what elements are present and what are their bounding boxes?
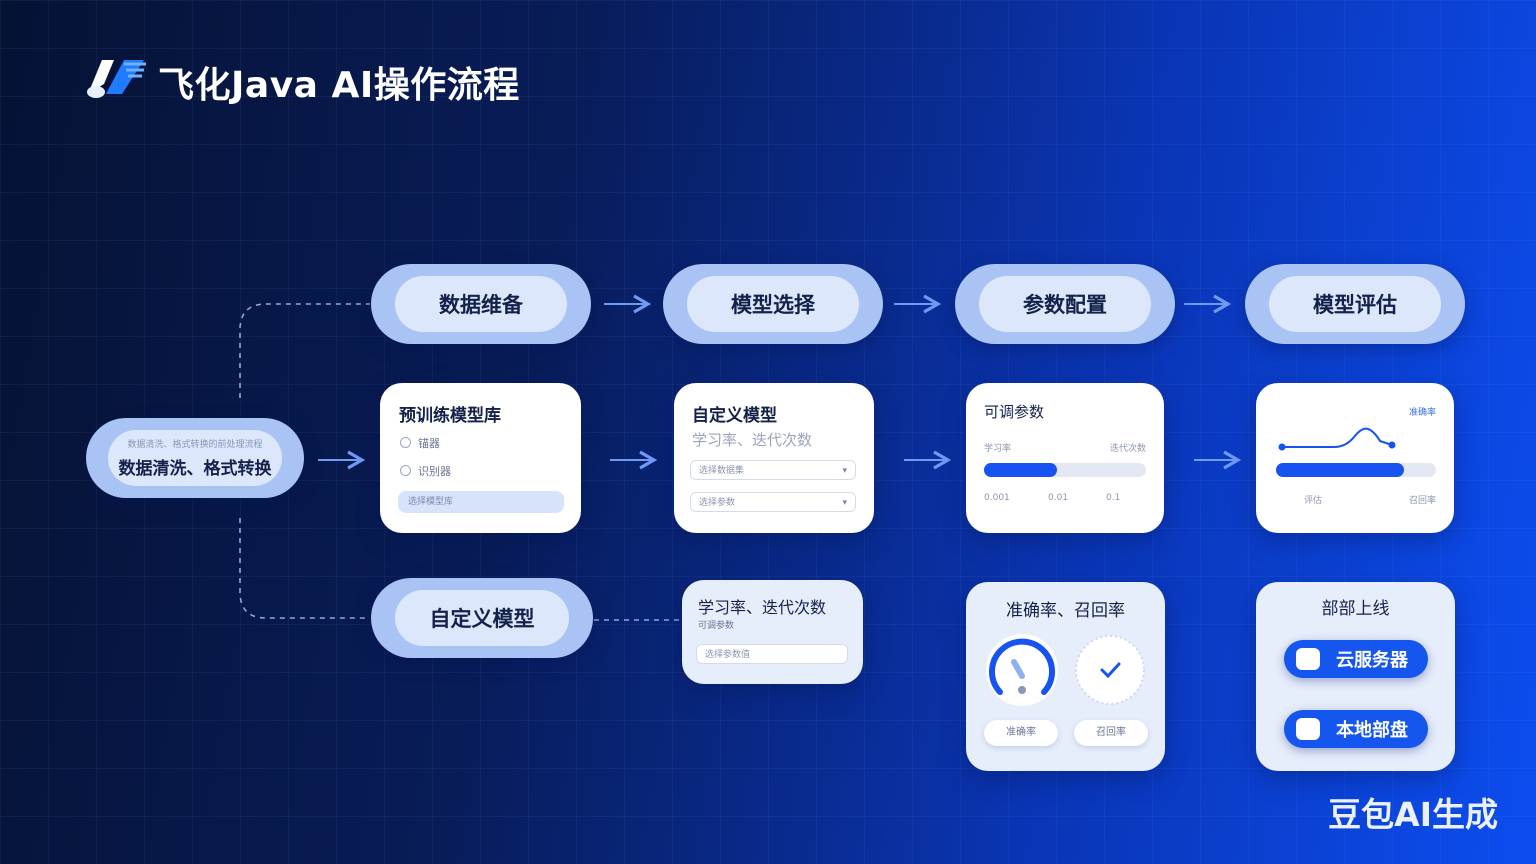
watermark: 豆包AI生成 — [1328, 795, 1498, 834]
pretrained-model-card: 预训练模型库 锚器 识别器 选择模型库 — [380, 383, 581, 533]
select-library-button[interactable]: 选择模型库 — [398, 491, 564, 513]
chevron-down-icon: ▾ — [842, 466, 847, 476]
gauge-icon — [986, 634, 1058, 706]
param-slider-fill — [984, 463, 1057, 477]
card-title: 自定义模型 — [692, 406, 777, 426]
stage-label: 模型评估 — [1269, 276, 1441, 332]
logo-icon — [87, 60, 146, 98]
card-subtitle: 学习率、迭代次数 — [692, 431, 813, 449]
params-card: 可调参数 学习率 迭代次数 0.001 0.01 0.1 — [966, 383, 1164, 533]
param-slider[interactable] — [984, 463, 1146, 477]
branch-top-line — [239, 303, 370, 398]
card-title: 可调参数 — [984, 403, 1045, 421]
stage-model-select[interactable]: 模型选择 — [663, 264, 883, 344]
metrics-card: 准确率、召回率 准确率 召回率 — [966, 582, 1165, 771]
eval-legend: 准确率 — [1408, 408, 1436, 418]
branch-bottom-line — [239, 518, 370, 619]
tick-label: 0.001 — [984, 493, 1010, 503]
stage-param-config[interactable]: 参数配置 — [955, 264, 1175, 344]
dataset-select-value: 选择数据集 — [699, 466, 745, 476]
button-label: 云服务器 — [1336, 650, 1408, 671]
start-node-subtitle: 数据清洗、格式转换的前处理流程 — [127, 440, 263, 450]
card-title: 预训练模型库 — [399, 406, 501, 426]
param-select[interactable]: 选择参数 ▾ — [690, 492, 856, 512]
card-title: 准确率、召回率 — [1006, 601, 1125, 621]
option-label: 锚器 — [418, 437, 440, 450]
eval-foot-right: 召回率 — [1408, 496, 1436, 506]
radio-option-2[interactable] — [400, 465, 411, 476]
accuracy-chip[interactable]: 准确率 — [984, 720, 1058, 746]
tick-label: 0.01 — [1048, 493, 1069, 503]
computer-icon — [1296, 718, 1320, 740]
stage-label: 参数配置 — [979, 276, 1151, 332]
eval-card: 准确率 评估 召回率 — [1256, 383, 1454, 533]
option-label: 识别器 — [418, 465, 451, 478]
stage-label: 模型选择 — [687, 276, 859, 332]
stage-model-eval[interactable]: 模型评估 — [1245, 264, 1465, 344]
stage-custom-model[interactable]: 自定义模型 — [371, 578, 593, 658]
button-label: 本地部盘 — [1336, 720, 1408, 741]
start-node-label: 数据清洗、格式转换 — [118, 459, 272, 479]
radio-option-1[interactable] — [400, 437, 411, 448]
eval-progress-fill — [1276, 463, 1404, 477]
eval-foot-left: 评估 — [1304, 496, 1323, 506]
card-title: 部部上线 — [1321, 599, 1390, 619]
stage-data-prep[interactable]: 数据维备 — [371, 264, 591, 344]
stage-label: 数据维备 — [395, 276, 567, 332]
dataset-select[interactable]: 选择数据集 ▾ — [690, 460, 856, 480]
chevron-down-icon: ▾ — [842, 498, 847, 508]
param-right-label: 迭代次数 — [1109, 444, 1146, 454]
param-value-input[interactable]: 选择参数值 — [696, 644, 848, 664]
param-left-label: 学习率 — [984, 444, 1012, 454]
tick-label: 0.1 — [1106, 493, 1121, 503]
cloud-server-button[interactable]: 云服务器 — [1284, 640, 1428, 678]
deploy-card: 部部上线 云服务器 本地部盘 — [1256, 582, 1455, 771]
page-title: 飞化Java AI操作流程 — [158, 65, 520, 106]
server-icon — [1296, 648, 1320, 670]
check-icon — [1075, 635, 1145, 705]
param-select-value: 选择参数 — [699, 498, 736, 508]
learning-rate-card: 学习率、迭代次数 可调参数 选择参数值 — [682, 580, 863, 684]
custom-model-card: 自定义模型 学习率、迭代次数 选择数据集 ▾ 选择参数 ▾ — [674, 383, 874, 533]
card-title: 学习率、迭代次数 — [698, 598, 827, 617]
stage-label: 自定义模型 — [395, 590, 569, 646]
card-subtitle: 可调参数 — [698, 621, 735, 631]
recall-chip[interactable]: 召回率 — [1074, 720, 1148, 746]
eval-progress — [1276, 463, 1436, 477]
start-node[interactable]: 数据清洗、格式转换的前处理流程 数据清洗、格式转换 — [86, 418, 304, 498]
eval-line-chart — [1278, 427, 1396, 451]
local-deploy-button[interactable]: 本地部盘 — [1284, 710, 1428, 748]
